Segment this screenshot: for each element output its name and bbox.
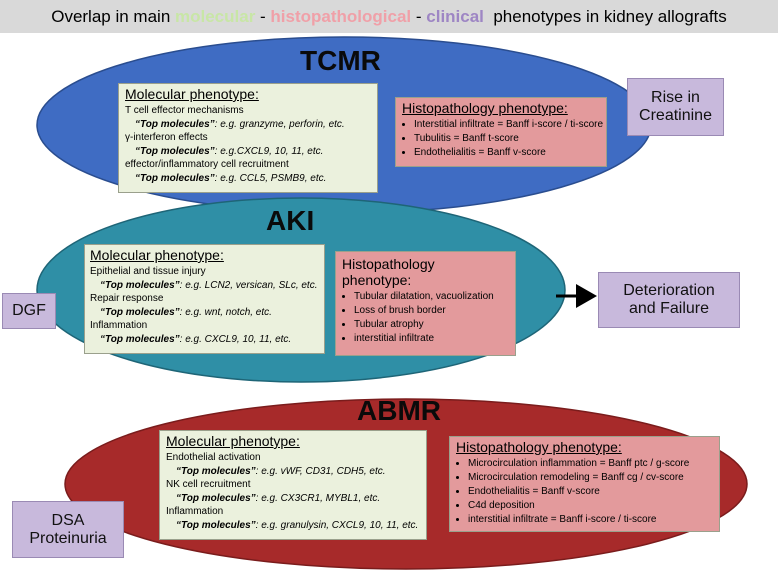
dgf-label: DGF: [12, 302, 46, 319]
aki-label: AKI: [266, 205, 315, 236]
molecular-line: “Top molecules”: e.g. wnt, notch, etc.: [90, 306, 319, 320]
molecular-line: “Top molecules”: e.g. vWF, CD31, CDH5, e…: [166, 465, 420, 479]
molecular-line: Endothelial activation: [166, 451, 420, 465]
molecular-line-text: : e.g. CX3CR1, MYBL1, etc.: [255, 492, 381, 504]
molecular-line-text: γ-interferon effects: [125, 132, 208, 143]
molecular-line: T cell effector mechanisms: [125, 104, 371, 118]
deterioration-box: Deterioration and Failure: [598, 272, 740, 328]
rise-creatinine-line-1: Rise in: [651, 89, 700, 106]
histopathology-item: Endothelialitis = Banff v-score: [468, 485, 713, 499]
molecular-line: effector/inflammatory cell recruitment: [125, 158, 371, 172]
molecular-line-text: effector/inflammatory cell recruitment: [125, 159, 289, 170]
molecular-line: “Top molecules”: e.g. CX3CR1, MYBL1, etc…: [166, 492, 420, 506]
molecular-line: “Top molecules”: e.g. LCN2, versican, SL…: [90, 279, 319, 293]
aki-histopathology-header-2: phenotype:: [342, 272, 412, 288]
molecular-line-text: : e.g.CXCL9, 10, 11, etc.: [214, 145, 324, 157]
abmr-molecular-box: Molecular phenotype: Endothelial activat…: [159, 430, 427, 540]
molecular-line-text: Epithelial and tissue injury: [90, 266, 206, 277]
top-molecules-label: “Top molecules”: [100, 333, 180, 345]
histopathology-item: Microcirculation remodeling = Banff cg /…: [468, 471, 713, 485]
histopathology-item: C4d deposition: [468, 499, 713, 513]
title-clinical: clinical: [426, 7, 484, 26]
diagram-title: Overlap in main molecular - histopatholo…: [0, 0, 778, 33]
histopathology-item: Tubular atrophy: [354, 318, 509, 332]
molecular-line-text: : e.g. granulysin, CXCL9, 10, 11, etc.: [255, 519, 419, 531]
molecular-line: “Top molecules”: e.g. CXCL9, 10, 11, etc…: [90, 333, 319, 347]
molecular-line-text: : e.g. LCN2, versican, SLc, etc.: [179, 279, 318, 291]
molecular-line: Inflammation: [166, 505, 420, 519]
histopathology-item: Microcirculation inflammation = Banff pt…: [468, 457, 713, 471]
molecular-line: NK cell recruitment: [166, 478, 420, 492]
molecular-line-text: T cell effector mechanisms: [125, 105, 244, 116]
abmr-histopathology-header: Histopathology phenotype:: [456, 439, 622, 455]
dsa-line-2: Proteinuria: [29, 529, 107, 547]
rise-creatinine-box: Rise in Creatinine: [627, 78, 724, 136]
abmr-histopathology-list: Microcirculation inflammation = Banff pt…: [456, 457, 713, 527]
title-sep-2: -: [411, 7, 427, 26]
dsa-line-1: DSA: [51, 511, 85, 529]
top-molecules-label: “Top molecules”: [100, 306, 180, 318]
molecular-line-text: : e.g. wnt, notch, etc.: [179, 306, 272, 318]
molecular-line: γ-interferon effects: [125, 131, 371, 145]
molecular-line: Repair response: [90, 292, 319, 306]
aki-molecular-lines: Epithelial and tissue injury “Top molecul…: [90, 265, 319, 346]
molecular-line-text: Endothelial activation: [166, 452, 261, 463]
top-molecules-label: “Top molecules”: [176, 492, 256, 504]
title-prefix: Overlap in main: [51, 7, 175, 26]
molecular-line: Inflammation: [90, 319, 319, 333]
abmr-label: ABMR: [357, 395, 441, 426]
histopathology-item: Tubulitis = Banff t-score: [414, 132, 600, 146]
title-molecular: molecular: [175, 7, 256, 26]
histopathology-item: interstitial infiltrate: [354, 332, 509, 346]
title-sep-1: -: [255, 7, 271, 26]
molecular-line-text: Repair response: [90, 293, 164, 304]
molecular-line-text: Inflammation: [90, 320, 148, 331]
molecular-line-text: : e.g. vWF, CD31, CDH5, etc.: [255, 465, 386, 477]
histopathology-item: Tubular dilatation, vacuolization: [354, 290, 509, 304]
rise-creatinine-line-2: Creatinine: [639, 107, 712, 124]
tcmr-histopathology-box: Histopathology phenotype: Interstitial i…: [395, 97, 607, 167]
top-molecules-label: “Top molecules”: [135, 145, 215, 157]
molecular-line: “Top molecules”: e.g. granulysin, CXCL9,…: [166, 519, 420, 533]
molecular-line-text: : e.g. CXCL9, 10, 11, etc.: [179, 333, 292, 345]
tcmr-histopathology-list: Interstitial infiltrate = Banff i-score …: [402, 118, 603, 160]
abmr-histopathology-box: Histopathology phenotype: Microcirculati…: [449, 436, 720, 532]
deterioration-line-1: Deterioration: [623, 282, 715, 299]
top-molecules-label: “Top molecules”: [176, 519, 256, 531]
tcmr-label: TCMR: [300, 45, 381, 76]
tcmr-molecular-header: Molecular phenotype:: [125, 86, 259, 102]
molecular-line: “Top molecules”: e.g. CCL5, PSMB9, etc.: [125, 172, 371, 186]
title-histopathological: histopathological: [270, 7, 412, 26]
aki-histopathology-header-1: Histopathology: [342, 256, 435, 272]
molecular-line-text: : e.g. granzyme, perforin, etc.: [214, 118, 345, 130]
molecular-line-text: : e.g. CCL5, PSMB9, etc.: [214, 172, 327, 184]
histopathology-item: Endothelialitis = Banff v-score: [414, 146, 600, 160]
histopathology-item: Loss of brush border: [354, 304, 509, 318]
aki-molecular-box: Molecular phenotype: Epithelial and tiss…: [84, 244, 325, 354]
deterioration-line-2: and Failure: [628, 300, 710, 317]
tcmr-molecular-lines: T cell effector mechanisms “Top molecules…: [125, 104, 371, 185]
top-molecules-label: “Top molecules”: [135, 118, 215, 130]
molecular-line: “Top molecules”: e.g.CXCL9, 10, 11, etc.: [125, 145, 371, 159]
title-suffix: phenotypes in kidney allografts: [483, 7, 727, 26]
dsa-proteinuria-box: DSA Proteinuria: [12, 501, 124, 558]
molecular-line: Epithelial and tissue injury: [90, 265, 319, 279]
abmr-molecular-header: Molecular phenotype:: [166, 433, 300, 449]
tcmr-molecular-box: Molecular phenotype: T cell effector mec…: [118, 83, 378, 193]
aki-histopathology-box: Histopathology phenotype: Tubular dilata…: [335, 251, 516, 356]
top-molecules-label: “Top molecules”: [100, 279, 180, 291]
aki-histopathology-list: Tubular dilatation, vacuolizationLoss of…: [342, 290, 509, 346]
top-molecules-label: “Top molecules”: [135, 172, 215, 184]
aki-molecular-header: Molecular phenotype:: [90, 247, 224, 263]
molecular-line-text: Inflammation: [166, 506, 224, 517]
molecular-line: “Top molecules”: e.g. granzyme, perforin…: [125, 118, 371, 132]
tcmr-histopathology-header: Histopathology phenotype:: [402, 100, 568, 116]
dgf-box: DGF: [2, 293, 56, 329]
histopathology-item: Interstitial infiltrate = Banff i-score …: [414, 118, 603, 132]
abmr-molecular-lines: Endothelial activation“Top molecules”: e…: [166, 451, 420, 532]
histopathology-item: interstitial infiltrate = Banff i-score …: [468, 513, 713, 527]
top-molecules-label: “Top molecules”: [176, 465, 256, 477]
molecular-line-text: NK cell recruitment: [166, 479, 251, 490]
